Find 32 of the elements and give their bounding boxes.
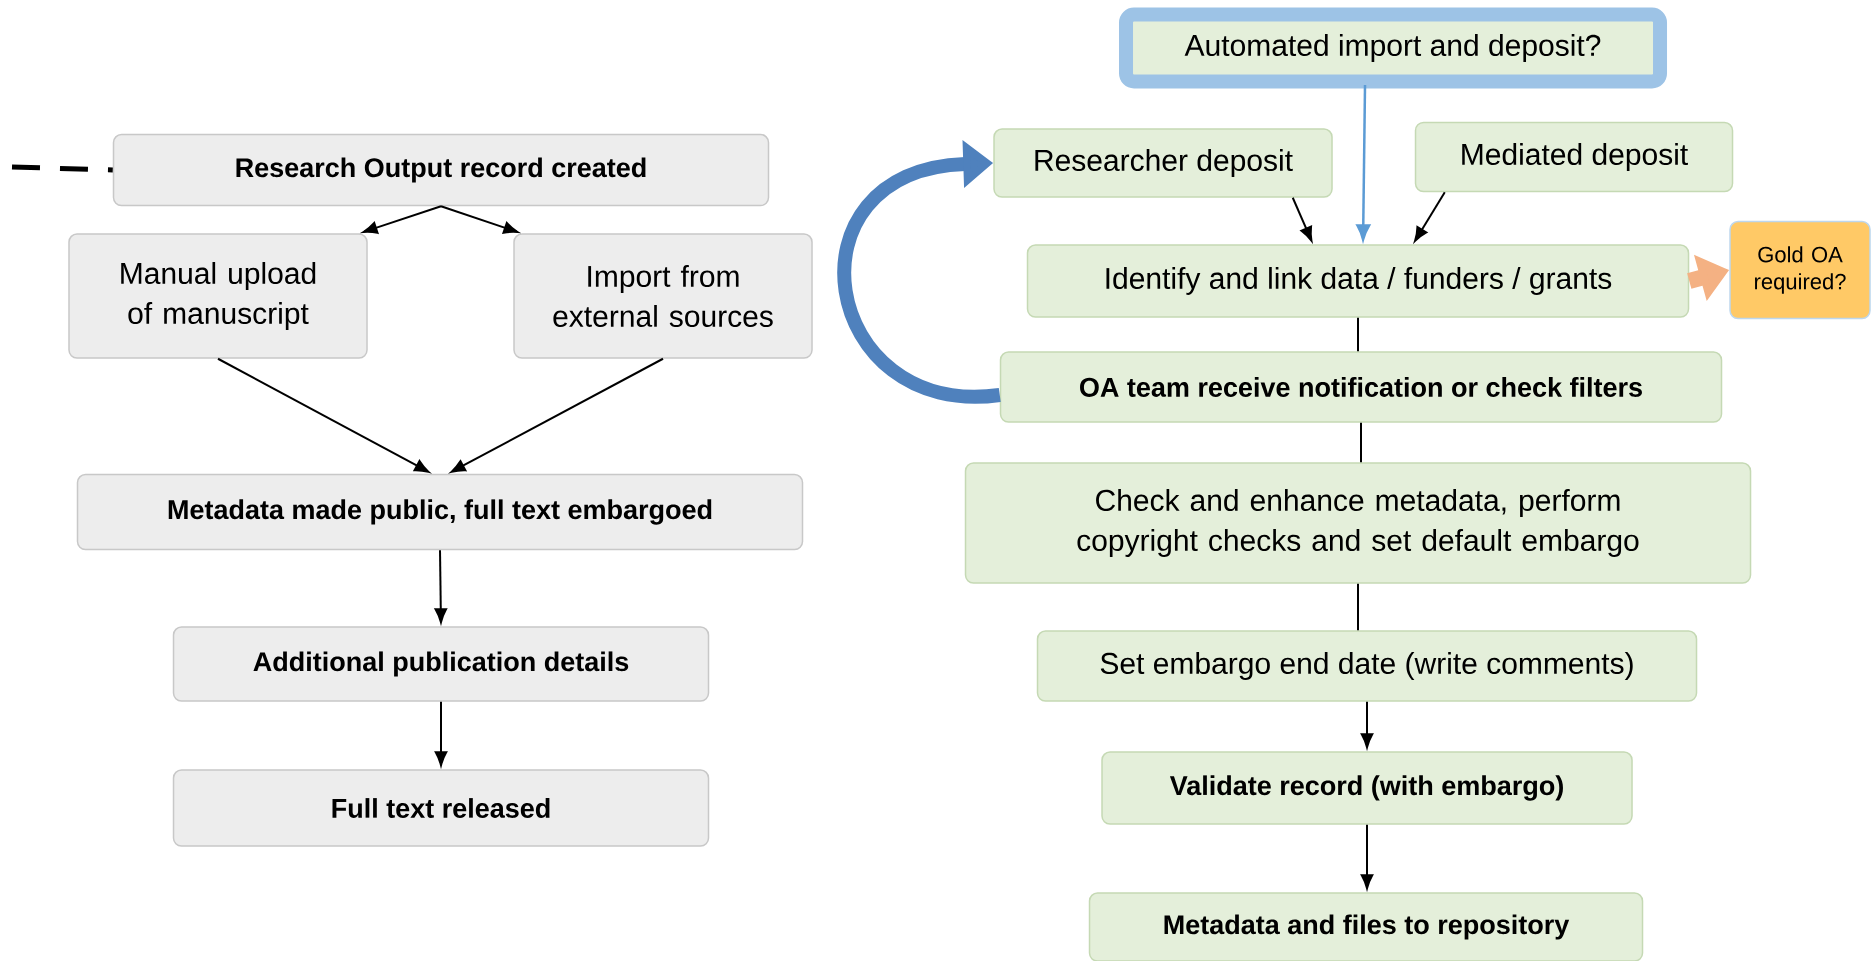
arrow	[217, 357, 430, 473]
process-box: Metadata made public, full text embargoed	[76, 473, 804, 551]
process-box: Validate record (with embargo)	[1101, 751, 1633, 825]
connector-line	[1357, 582, 1359, 632]
arrow	[1360, 823, 1374, 890]
process-box: Additional publication details	[172, 626, 710, 702]
process-box: Research Output record created	[112, 133, 770, 207]
process-box: Metadata and files to repository	[1088, 892, 1644, 961]
process-box: Import from external sources	[513, 233, 813, 359]
arrow	[362, 205, 442, 234]
question-box: Gold OA required?	[1729, 220, 1871, 320]
arrow	[440, 205, 519, 234]
arrow	[450, 357, 664, 473]
process-box: Researcher deposit	[993, 128, 1333, 198]
curved-arrow	[837, 140, 1000, 403]
process-box: Mediated deposit	[1414, 121, 1734, 193]
connector-line	[1360, 421, 1362, 464]
dashed-line	[11, 164, 113, 173]
arrow	[434, 700, 448, 767]
arrow	[434, 549, 447, 624]
process-box: Manual upload of manuscript	[68, 233, 368, 359]
process-box: Identify and link data / funders / grants	[1026, 244, 1690, 318]
process-box: Set embargo end date (write comments)	[1036, 630, 1698, 702]
connector-line	[1357, 316, 1359, 353]
arrow	[1356, 85, 1371, 241]
arrow	[1414, 191, 1446, 242]
question-box: Automated import and deposit?	[1119, 7, 1667, 89]
process-box: Full text released	[172, 769, 710, 847]
process-box: Check and enhance metadata, perform copyright checks and set default embargo	[964, 462, 1752, 584]
arrow	[1360, 700, 1374, 749]
arrow	[1291, 196, 1313, 242]
process-box: OA team receive notification or check filters	[999, 351, 1723, 423]
